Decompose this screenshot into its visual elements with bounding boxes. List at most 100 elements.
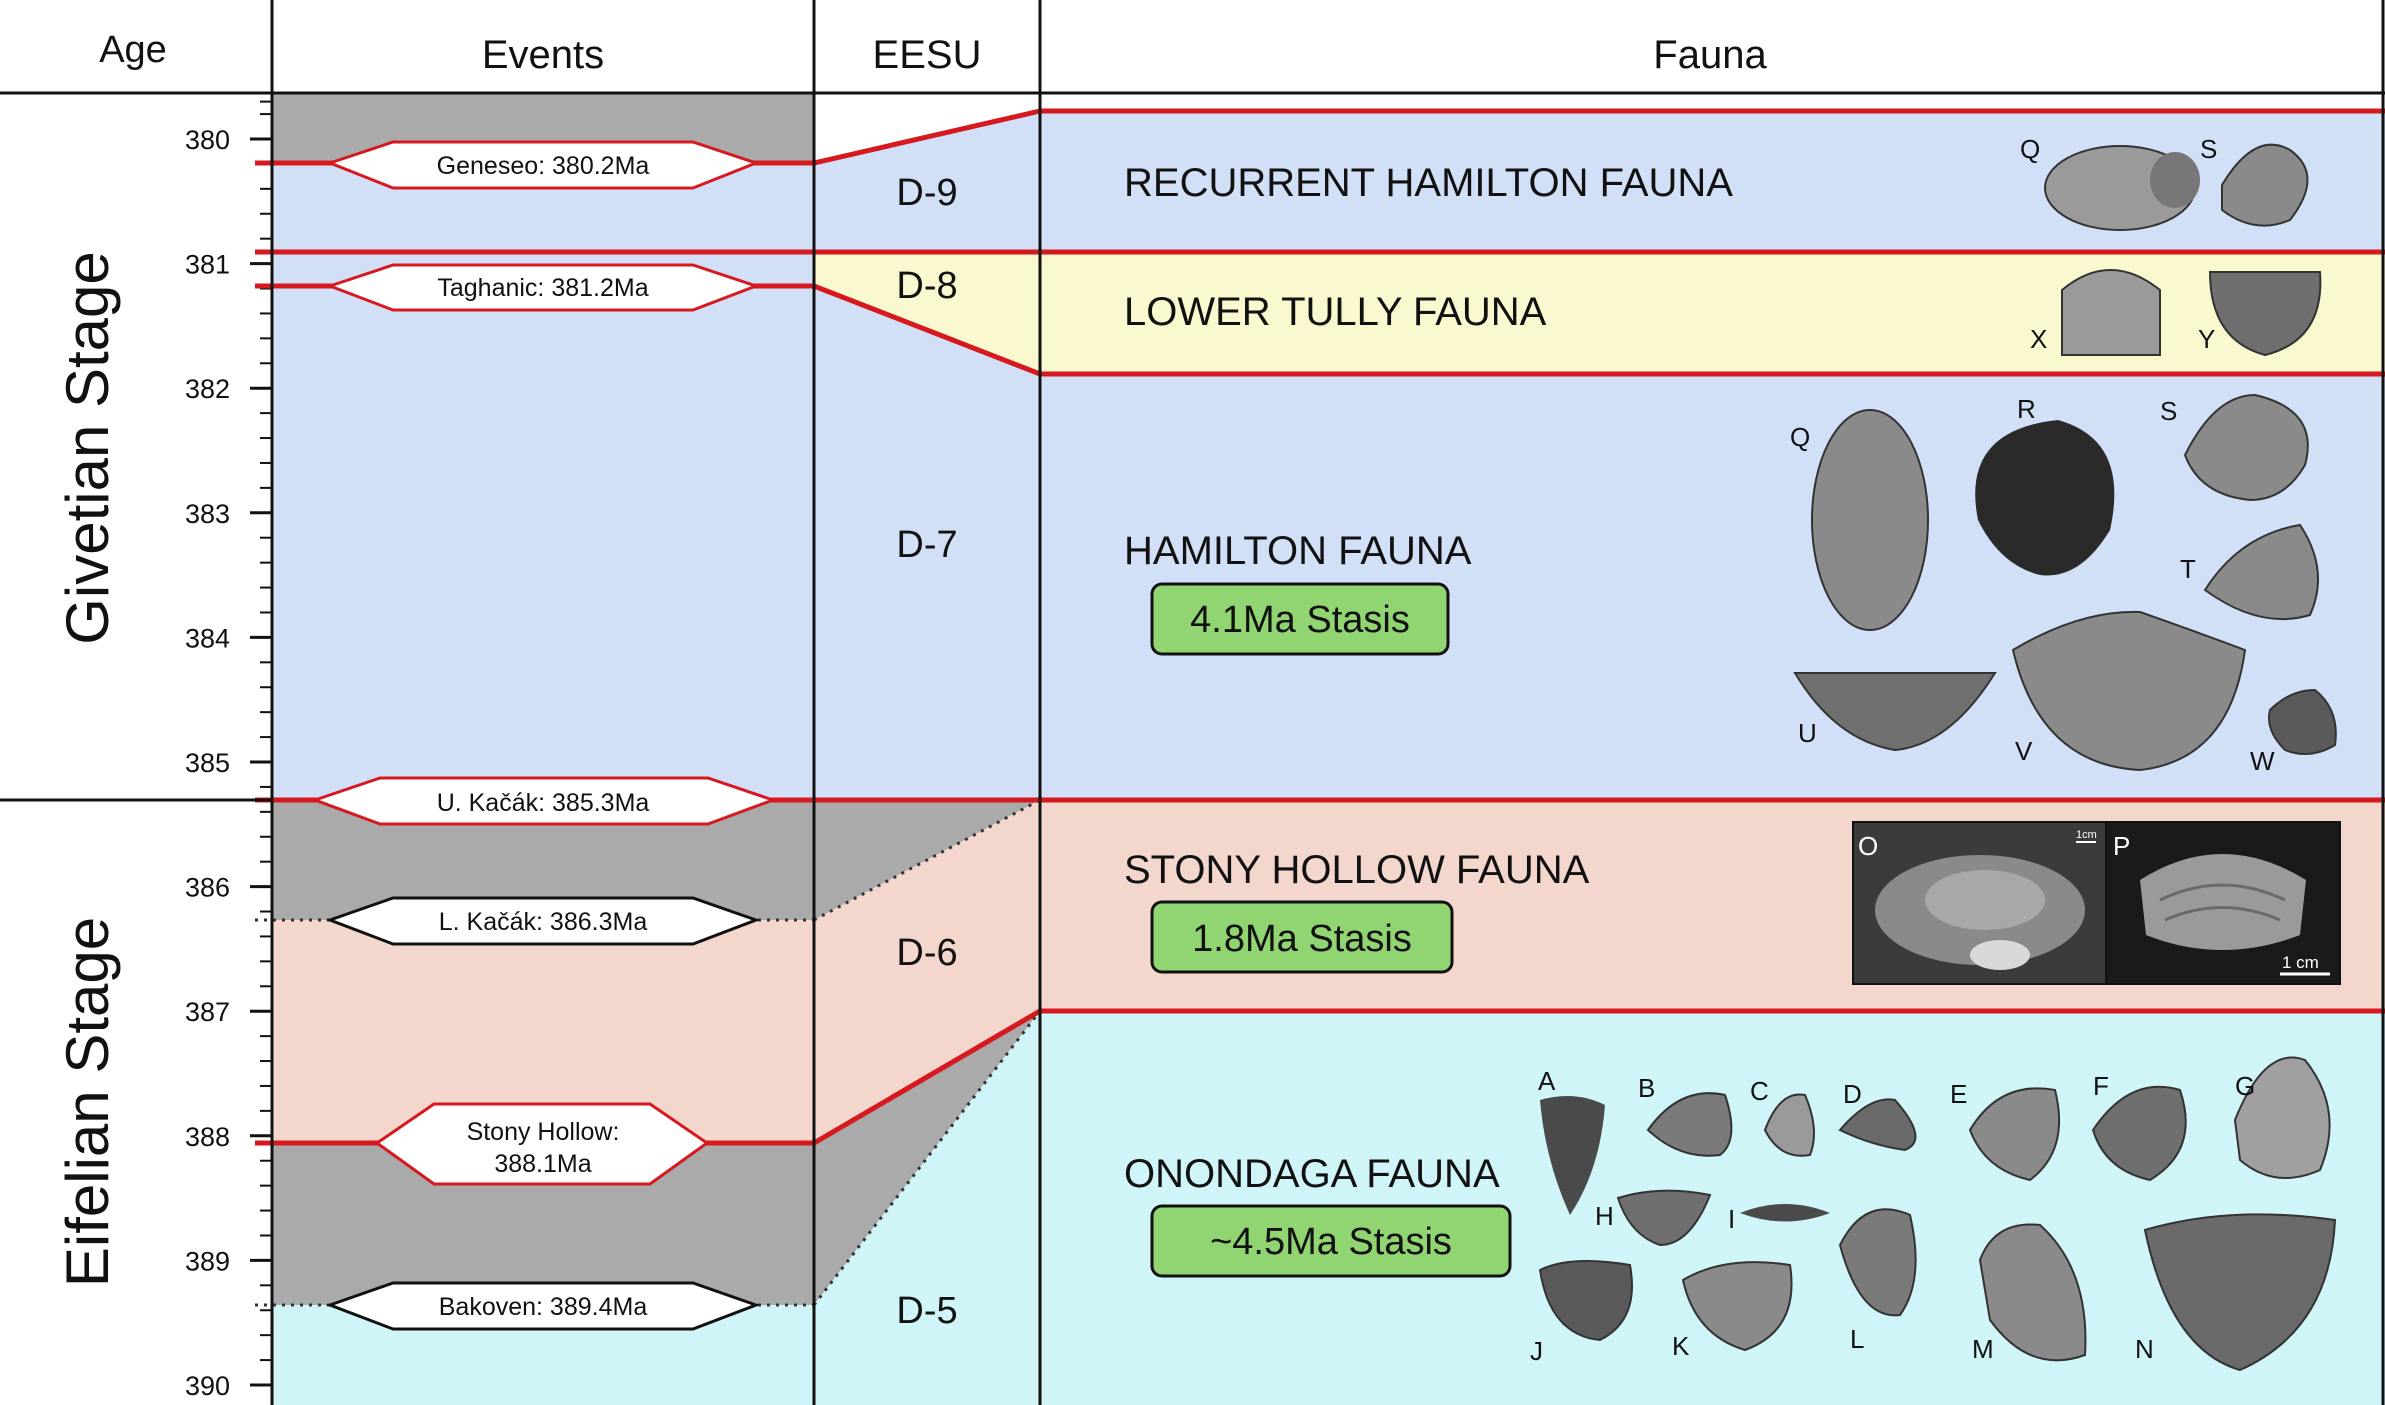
- event-taghanic: Taghanic: 381.2Ma: [325, 263, 761, 312]
- specimen-letter: H: [1595, 1201, 1614, 1231]
- fauna-lower-tully: LOWER TULLY FAUNA: [1124, 290, 1547, 334]
- specimen-letter: W: [2250, 746, 2275, 776]
- fossil-hamilton-t-icon: [2203, 523, 2319, 621]
- stasis-box-onondaga: ~4.5Ma Stasis: [1150, 1204, 1512, 1278]
- fossil-hamilton-s-icon: [2183, 393, 2309, 502]
- stasis-stony-hollow: 1.8Ma Stasis: [1192, 918, 1412, 960]
- specimen-illustrations: [1538, 143, 2337, 1372]
- events-layer: Geneseo: 380.2Ma Taghanic: 381.2Ma U. Ka…: [310, 140, 778, 1331]
- stage-label-givetian: Givetian Stage: [54, 251, 121, 645]
- header-fauna: Fauna: [1653, 33, 1767, 77]
- age-tick-label: 380: [185, 125, 230, 155]
- fossil-tully-x-icon: [2061, 269, 2161, 356]
- fossil-onondaga-m-icon: [1978, 1223, 2087, 1362]
- specimen-letter: N: [2135, 1334, 2154, 1364]
- dotted-correlations: [255, 798, 1042, 1307]
- stage-labels: Givetian Stage Eifelian Stage: [54, 251, 121, 1287]
- age-tick-label: 390: [185, 1371, 230, 1401]
- age-tick-label: 383: [185, 499, 230, 529]
- header-row: Age Events EESU Fauna: [0, 0, 2385, 93]
- specimen-letter: E: [1950, 1079, 1967, 1109]
- stony-hollow-photos: 1cm 1 cm: [1852, 821, 2341, 985]
- specimen-letter: O: [1858, 831, 1878, 861]
- stasis-box-hamilton: 4.1Ma Stasis: [1150, 582, 1450, 656]
- specimen-letter: J: [1530, 1336, 1543, 1366]
- stage-label-eifelian: Eifelian Stage: [54, 917, 121, 1287]
- event-bakoven: Bakoven: 389.4Ma: [325, 1281, 761, 1331]
- specimen-letter: B: [1638, 1073, 1655, 1103]
- fossil-onondaga-b-icon: [1646, 1092, 1733, 1157]
- specimen-letter: M: [1972, 1334, 1994, 1364]
- specimen-letter: Q: [1790, 422, 1810, 452]
- specimen-letter: L: [1850, 1324, 1864, 1354]
- fauna-stony-hollow: STONY HOLLOW FAUNA: [1124, 848, 1590, 892]
- stasis-box-stony-hollow: 1.8Ma Stasis: [1150, 900, 1454, 974]
- age-tick-label: 387: [185, 997, 230, 1027]
- fossil-onondaga-g-icon: [2233, 1056, 2331, 1179]
- specimen-letter: C: [1750, 1076, 1769, 1106]
- event-bakoven-label: Bakoven: 389.4Ma: [439, 1293, 648, 1321]
- stasis-hamilton: 4.1Ma Stasis: [1190, 599, 1410, 641]
- specimen-letter: R: [2017, 394, 2036, 424]
- band-blue-events-eesu: [272, 111, 1040, 800]
- specimen-letter: A: [1538, 1066, 1556, 1096]
- age-tick-label: 384: [185, 623, 230, 653]
- eesu-d7: D-7: [896, 524, 957, 566]
- fossil-onondaga-e-icon: [1968, 1087, 2061, 1182]
- specimen-letter: V: [2015, 736, 2033, 766]
- header-events: Events: [482, 33, 604, 77]
- event-stony-hollow-label-1: Stony Hollow:: [467, 1118, 620, 1146]
- event-lower-kacak-label: L. Kačák: 386.3Ma: [439, 908, 648, 936]
- fossil-onondaga-a-icon: [1540, 1096, 1605, 1215]
- fauna-recurrent-hamilton: RECURRENT HAMILTON FAUNA: [1124, 161, 1733, 205]
- specimen-letter: U: [1798, 718, 1817, 748]
- fossil-recurrent-s-icon: [2221, 143, 2309, 227]
- fossil-hamilton-v-icon: [2011, 610, 2247, 772]
- fossil-onondaga-h-icon: [1616, 1189, 1712, 1247]
- specimen-letter: S: [2200, 134, 2217, 164]
- event-upper-kacak: U. Kačák: 385.3Ma: [310, 776, 778, 826]
- specimen-letters: Q S X Y Q R S T U V W O P A B C D E F G …: [1530, 134, 2275, 1366]
- event-lower-kacak: L. Kačák: 386.3Ma: [325, 896, 761, 946]
- age-tick-label: 385: [185, 748, 230, 778]
- eesu-d9: D-9: [896, 172, 957, 214]
- fossil-tully-y-icon: [2208, 271, 2322, 357]
- photo-p-scale: 1 cm: [2282, 953, 2319, 972]
- eesu-d8: D-8: [896, 265, 957, 307]
- specimen-letter: D: [1843, 1079, 1862, 1109]
- photo-p-brachiopod-icon: [2140, 854, 2306, 950]
- fossil-hamilton-w-icon: [2268, 688, 2337, 755]
- event-geneseo: Geneseo: 380.2Ma: [325, 140, 761, 190]
- event-taghanic-label: Taghanic: 381.2Ma: [437, 274, 648, 302]
- specimen-letter: P: [2113, 831, 2130, 861]
- fossil-onondaga-k-icon: [1681, 1261, 1793, 1352]
- fossil-onondaga-j-icon: [1538, 1260, 1633, 1342]
- stasis-onondaga: ~4.5Ma Stasis: [1210, 1221, 1452, 1263]
- fossil-onondaga-c-icon: [1763, 1093, 1815, 1157]
- specimen-letter: F: [2093, 1071, 2109, 1101]
- age-tick-label: 381: [185, 250, 230, 280]
- photo-o-scale: 1cm: [2076, 829, 2097, 841]
- age-tick-label: 382: [185, 374, 230, 404]
- fossil-onondaga-f-icon: [2091, 1085, 2187, 1182]
- event-geneseo-label: Geneseo: 380.2Ma: [437, 152, 650, 180]
- fossil-hamilton-r-icon: [1975, 420, 2115, 576]
- fauna-labels: RECURRENT HAMILTON FAUNA LOWER TULLY FAU…: [1124, 161, 1733, 1278]
- specimen-letter: I: [1728, 1204, 1735, 1234]
- header-eesu: EESU: [873, 33, 982, 77]
- age-tick-label: 388: [185, 1122, 230, 1152]
- band-yellow-tully: [814, 252, 2385, 374]
- fossil-onondaga-l-icon: [1838, 1208, 1917, 1317]
- event-stony-hollow-label-2: 388.1Ma: [494, 1150, 591, 1178]
- header-age: Age: [99, 29, 167, 71]
- fauna-onondaga: ONONDAGA FAUNA: [1124, 1152, 1500, 1196]
- specimen-letter: S: [2160, 396, 2177, 426]
- specimen-letter: K: [1672, 1331, 1690, 1361]
- specimen-letter: X: [2030, 324, 2047, 354]
- event-stony-hollow: Stony Hollow: 388.1Ma: [374, 1102, 710, 1186]
- fossil-onondaga-i-icon: [1740, 1204, 1830, 1222]
- event-upper-kacak-label: U. Kačák: 385.3Ma: [437, 789, 650, 817]
- band-gray-mid: [272, 800, 1040, 920]
- age-tick-label: 386: [185, 873, 230, 903]
